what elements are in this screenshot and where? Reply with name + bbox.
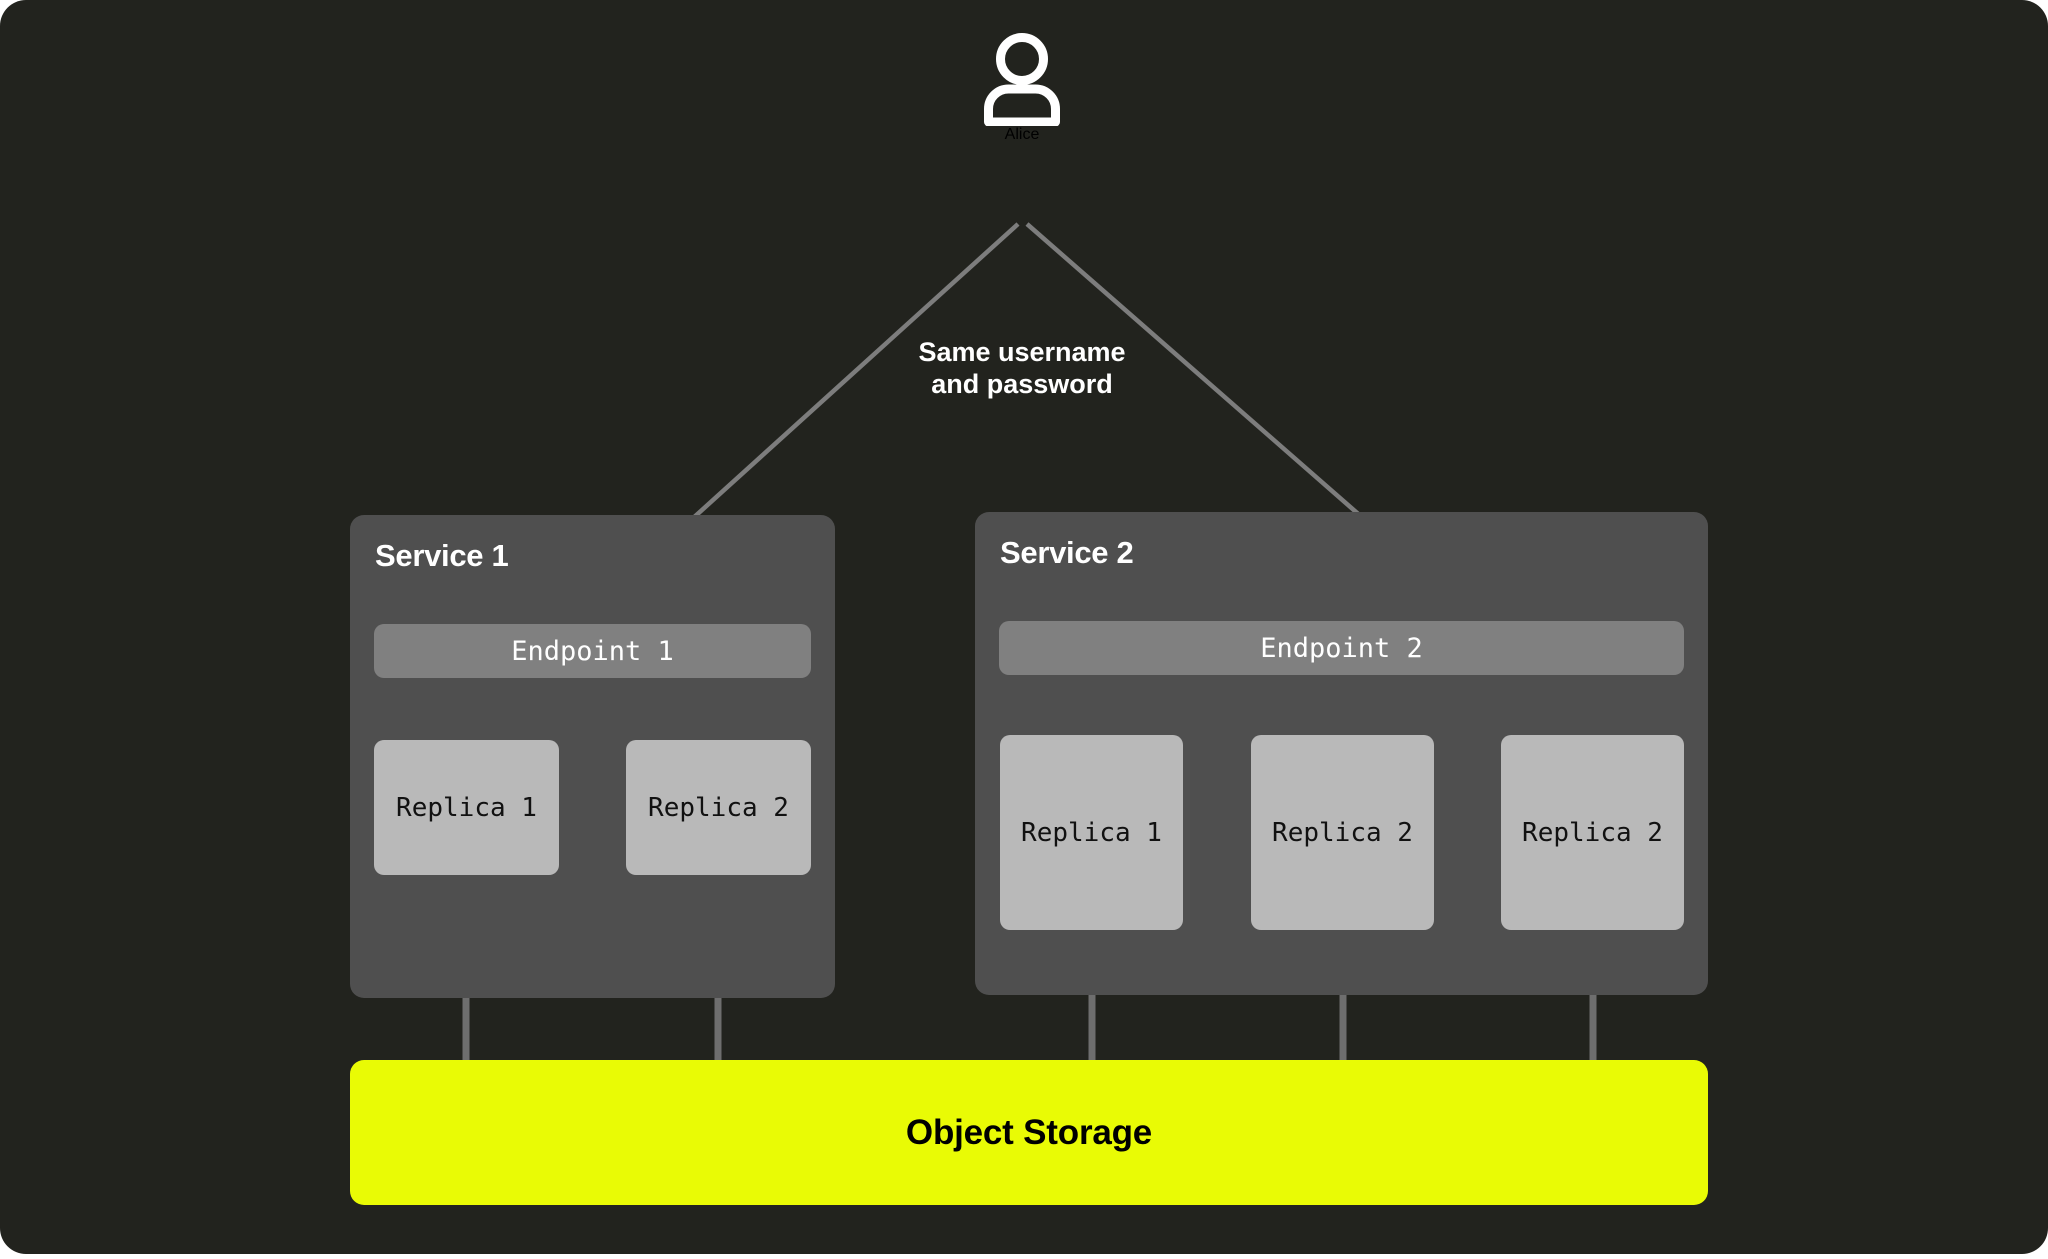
edge-note-line-1: Same username xyxy=(918,337,1126,367)
service-2-replica-1[interactable]: Replica 1 xyxy=(1000,735,1183,930)
service-panel-1: Service 1 Endpoint 1 Replica 1 Replica 2 xyxy=(350,515,835,998)
user-icon xyxy=(984,33,1060,126)
service-1-replica-1[interactable]: Replica 1 xyxy=(374,740,559,875)
object-storage-node[interactable]: Object Storage xyxy=(350,1060,1708,1205)
actor-label: Alice xyxy=(1004,126,1040,143)
edge-note-line-2: and password xyxy=(931,368,1113,399)
object-storage-label: Object Storage xyxy=(905,1112,1153,1152)
service-1-replica-2[interactable]: Replica 2 xyxy=(626,740,811,875)
actor-alice: Alice xyxy=(942,30,1102,144)
endpoint-2[interactable]: Endpoint 2 xyxy=(999,621,1684,675)
service-2-title: Service 2 xyxy=(1000,535,1134,570)
service-2-replica-2[interactable]: Replica 2 xyxy=(1251,735,1434,930)
endpoint-1[interactable]: Endpoint 1 xyxy=(374,624,811,678)
service-1-title: Service 1 xyxy=(375,538,509,573)
service-2-replica-3[interactable]: Replica 2 xyxy=(1501,735,1684,930)
edge-note: Same username and password xyxy=(762,337,1282,401)
service-panel-2: Service 2 Endpoint 2 Replica 1 Replica 2… xyxy=(975,512,1708,995)
